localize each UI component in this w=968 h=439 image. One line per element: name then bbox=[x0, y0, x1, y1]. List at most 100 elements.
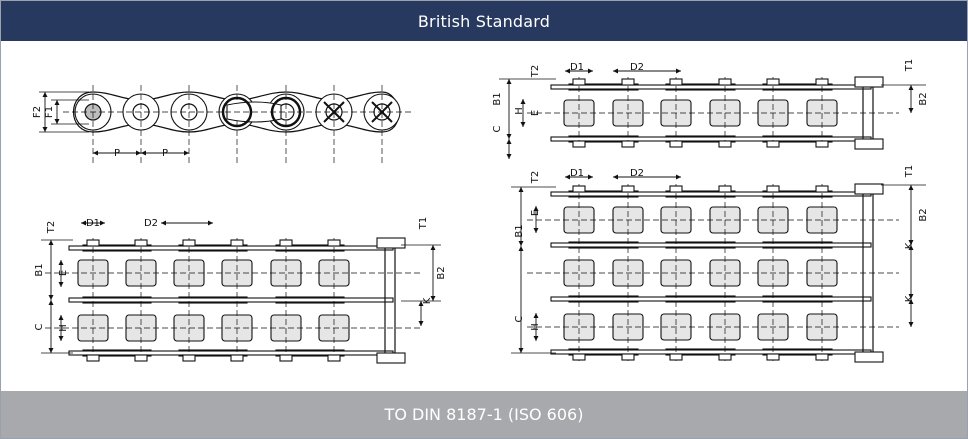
arrow-head bbox=[520, 122, 526, 127]
pin-head bbox=[279, 354, 293, 362]
label-d1: D1 bbox=[86, 218, 100, 229]
label-t1: T1 bbox=[904, 59, 915, 72]
pin-head bbox=[718, 353, 732, 361]
label-k: K bbox=[422, 297, 433, 304]
arrow-head bbox=[184, 150, 189, 156]
pin-head bbox=[621, 185, 635, 193]
arrow-head bbox=[533, 206, 539, 211]
label-e: E bbox=[530, 210, 541, 216]
arrow-head bbox=[676, 68, 681, 74]
arrow-head bbox=[430, 245, 436, 250]
pin-head bbox=[86, 239, 100, 247]
label-t1: T1 bbox=[418, 217, 429, 230]
arrow-head bbox=[506, 139, 512, 144]
arrow-head bbox=[48, 300, 54, 305]
pin-head bbox=[572, 78, 586, 86]
pin-head bbox=[86, 354, 100, 362]
outer-plate-strip-0 bbox=[550, 84, 872, 90]
arrow-head bbox=[533, 336, 539, 341]
arrow-head bbox=[908, 299, 914, 304]
pin-head bbox=[766, 353, 780, 361]
arrow-head bbox=[93, 150, 98, 156]
label-b1: B1 bbox=[492, 92, 503, 105]
pin-head bbox=[621, 353, 635, 361]
arrow-head bbox=[676, 174, 681, 180]
outer-plate-strip-1 bbox=[68, 297, 394, 303]
header-title: British Standard bbox=[1, 1, 967, 41]
label-k: K bbox=[904, 295, 915, 302]
outer-plate-strip-0 bbox=[550, 191, 872, 197]
arrow-head bbox=[58, 282, 64, 287]
arrow-head bbox=[908, 294, 914, 299]
connecting-pin-ring bbox=[221, 96, 253, 128]
pin-head bbox=[718, 140, 732, 148]
outer-plate-strip-1 bbox=[550, 242, 872, 248]
label-b1: B1 bbox=[514, 224, 525, 237]
outer-plate-strip-3 bbox=[550, 349, 872, 355]
outer-plate-strip-2 bbox=[68, 350, 394, 356]
pin-head bbox=[621, 78, 635, 86]
arrow-head bbox=[506, 134, 512, 139]
arrow-head bbox=[54, 100, 60, 105]
arrow-head bbox=[908, 240, 914, 245]
side-view-chain bbox=[39, 85, 411, 163]
pin-head bbox=[182, 354, 196, 362]
arrow-head bbox=[100, 220, 105, 226]
pin-head bbox=[669, 140, 683, 148]
connecting-plate bbox=[376, 237, 406, 249]
connecting-plate bbox=[376, 352, 406, 364]
pin-head bbox=[134, 239, 148, 247]
arrow-head bbox=[908, 245, 914, 250]
label-b1: B1 bbox=[34, 263, 45, 276]
connecting-plate bbox=[854, 183, 884, 195]
arrow-head bbox=[48, 295, 54, 300]
label-c: C bbox=[514, 315, 525, 322]
pin-head bbox=[572, 353, 586, 361]
pin-head bbox=[230, 239, 244, 247]
arrow-head bbox=[565, 68, 570, 74]
arrow-head bbox=[136, 150, 141, 156]
arrow-head bbox=[613, 174, 618, 180]
pin-head bbox=[279, 239, 293, 247]
connecting-plate bbox=[854, 76, 884, 88]
pin-head bbox=[766, 78, 780, 86]
pin-head bbox=[718, 185, 732, 193]
pin-head bbox=[572, 185, 586, 193]
arrow-head bbox=[533, 228, 539, 233]
outer-plate-strip-0 bbox=[68, 245, 394, 251]
triplex-chain bbox=[511, 174, 926, 363]
label-p-2: P bbox=[162, 148, 168, 159]
outer-plate-strip-1 bbox=[550, 136, 872, 142]
arrow-head bbox=[430, 296, 436, 301]
pin-head bbox=[572, 140, 586, 148]
label-t2: T2 bbox=[530, 65, 541, 78]
pin-head bbox=[766, 185, 780, 193]
arrow-head bbox=[81, 220, 86, 226]
pin-head bbox=[327, 239, 341, 247]
label-e: E bbox=[530, 110, 541, 116]
pin-head bbox=[815, 140, 829, 148]
label-b2: B2 bbox=[436, 266, 447, 279]
duplex-chain bbox=[499, 68, 926, 159]
pin-head bbox=[182, 239, 196, 247]
pin-head bbox=[230, 354, 244, 362]
label-d1: D1 bbox=[570, 62, 584, 73]
outer-plate-strip-2 bbox=[550, 296, 872, 302]
simplex-chain bbox=[41, 220, 441, 364]
label-h: H bbox=[530, 323, 541, 331]
arrow-head bbox=[42, 92, 48, 97]
arrow-head bbox=[58, 336, 64, 341]
arrow-head bbox=[161, 220, 166, 226]
arrow-head bbox=[58, 260, 64, 265]
pin-head bbox=[669, 185, 683, 193]
arrow-head bbox=[418, 321, 424, 326]
arrow-head bbox=[208, 220, 213, 226]
arrow-head bbox=[588, 174, 593, 180]
pin-head bbox=[621, 140, 635, 148]
pin-head bbox=[815, 78, 829, 86]
label-c: C bbox=[492, 125, 503, 132]
label-d2: D2 bbox=[144, 218, 158, 229]
